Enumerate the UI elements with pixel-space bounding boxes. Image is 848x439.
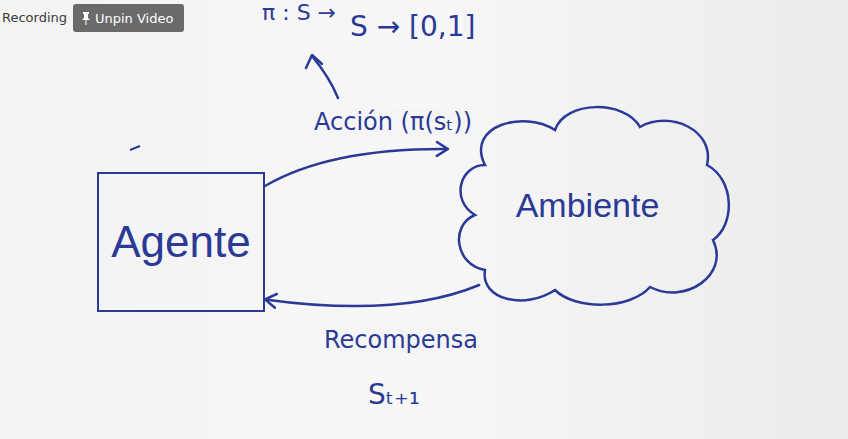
next-state: Sₜ₊₁ xyxy=(368,378,420,411)
agent-box: Agente xyxy=(97,172,265,312)
edge-label: Recompensa xyxy=(322,326,480,354)
leader-arrow xyxy=(312,56,338,98)
button-label: Unpin Video xyxy=(95,11,173,26)
edge-label: Acción (π(sₜ)) xyxy=(312,108,474,136)
connector-arrow xyxy=(265,285,479,308)
leader-arrowhead xyxy=(306,55,322,68)
policy-range: S → [0,1] xyxy=(350,10,475,43)
node-label: Ambiente xyxy=(516,186,660,225)
node-label: Agente xyxy=(111,217,250,267)
ui-button: Unpin Video xyxy=(73,4,184,32)
pin-icon xyxy=(81,11,91,25)
environment-cloud: Ambiente xyxy=(445,105,730,305)
marker-dot xyxy=(130,146,140,150)
recording-indicator: Recording xyxy=(2,10,67,25)
policy-formula: π : S → xyxy=(262,0,336,25)
connector-arrow xyxy=(265,142,448,186)
